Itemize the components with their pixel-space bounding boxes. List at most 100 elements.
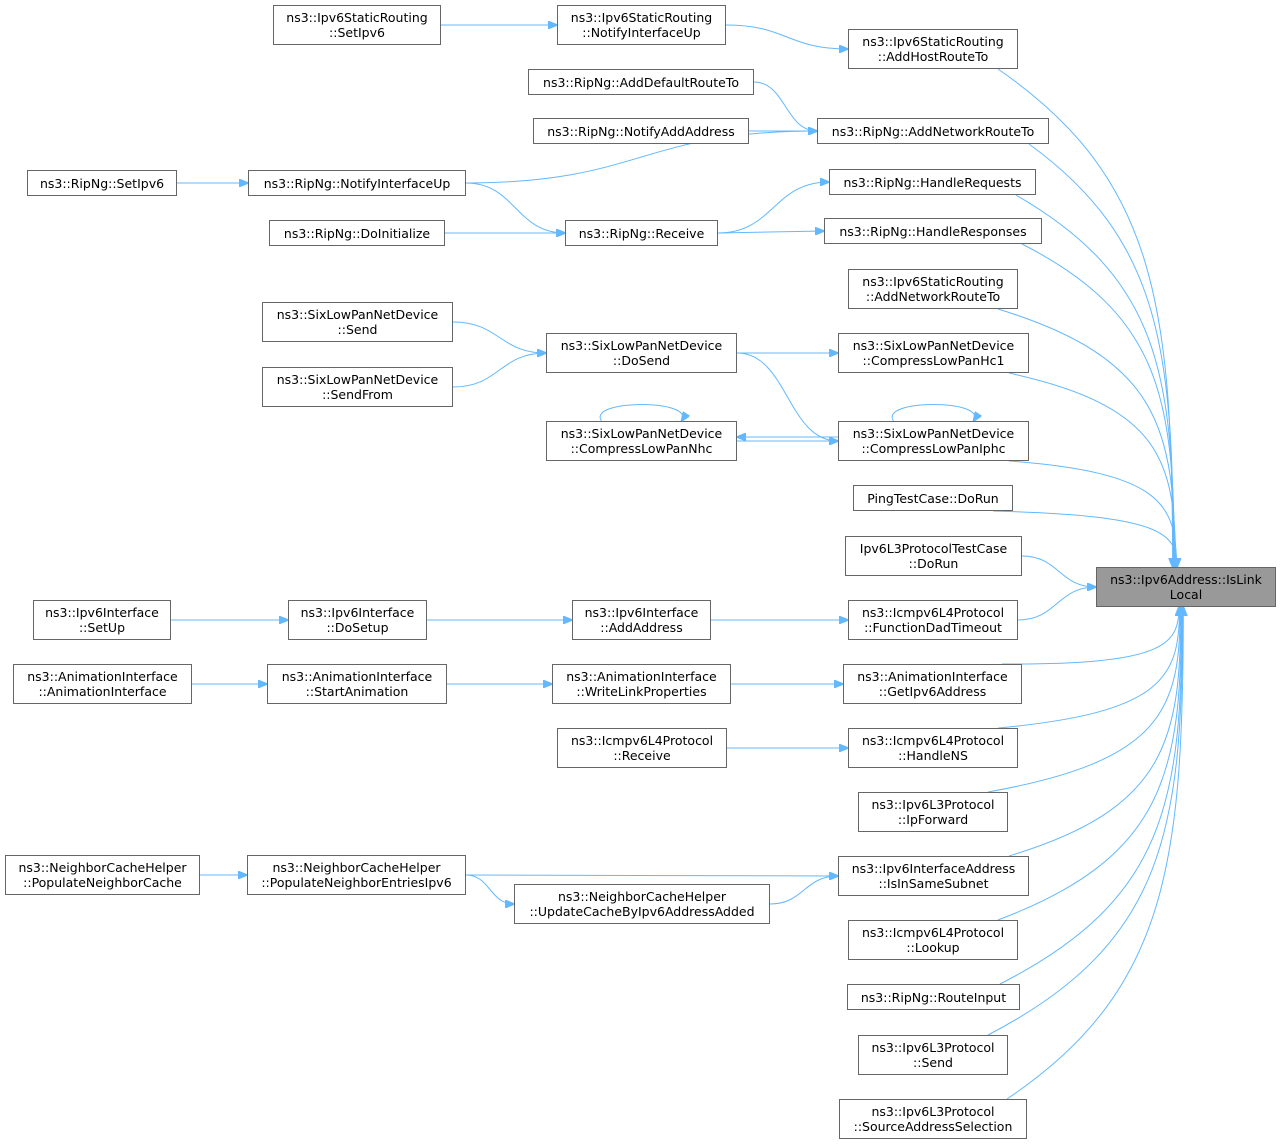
node-line: ::AddNetworkRouteTo — [865, 289, 1001, 304]
node-ripng-doinitialize[interactable]: ns3::RipNg::DoInitialize — [269, 220, 445, 246]
node-line: ::AnimationInterface — [38, 684, 167, 699]
node-line: ::SendFrom — [322, 387, 393, 402]
node-neighborcachehelper-updatecachebyipv6addressadded[interactable]: ns3::NeighborCacheHelper::UpdateCacheByI… — [514, 884, 770, 924]
node-ipv6staticrouting-addhostrouteto[interactable]: ns3::Ipv6StaticRouting::AddHostRouteTo — [848, 29, 1018, 69]
edge-n_slp_nhc-to-n_slp_nhc — [599, 404, 683, 422]
node-ipv6l3protocoltestcase-dorun[interactable]: Ipv6L3ProtocolTestCase::DoRun — [845, 536, 1022, 576]
node-line: ::SetUp — [78, 620, 126, 635]
edge-n_rip_receive-to-n_rip_handlereq — [717, 182, 829, 234]
node-sixlowpannetdevice-compresslowpanhc1[interactable]: ns3::SixLowPanNetDevice::CompressLowPanH… — [838, 333, 1029, 373]
node-line: ns3::Ipv6Address::IsLink — [1110, 572, 1262, 587]
edge-n_ping_dorun-to-n_islinklocal — [992, 510, 1177, 567]
node-line: ns3::Ipv6L3Protocol — [871, 797, 995, 812]
node-ipv6staticrouting-addnetworkrouteto[interactable]: ns3::Ipv6StaticRouting::AddNetworkRouteT… — [848, 269, 1018, 309]
node-ipv6l3protocol-sourceaddressselection[interactable]: ns3::Ipv6L3Protocol::SourceAddressSelect… — [839, 1099, 1027, 1139]
node-line: ns3::RipNg::NotifyAddAddress — [547, 123, 735, 139]
node-icmpv6l4protocol-lookup[interactable]: ns3::Icmpv6L4Protocol::Lookup — [848, 920, 1018, 960]
node-line: ::UpdateCacheByIpv6AddressAdded — [529, 904, 755, 919]
node-sixlowpannetdevice-sendfrom[interactable]: ns3::SixLowPanNetDevice::SendFrom — [262, 367, 453, 407]
node-line: ::Receive — [613, 748, 671, 763]
node-icmpv6l4protocol-receive[interactable]: ns3::Icmpv6L4Protocol::Receive — [557, 728, 727, 768]
node-ripng-handleresponses[interactable]: ns3::RipNg::HandleResponses — [824, 218, 1042, 244]
node-line: ns3::Ipv6StaticRouting — [862, 34, 1004, 49]
node-ripng-addnetworkrouteto[interactable]: ns3::RipNg::AddNetworkRouteTo — [817, 118, 1049, 144]
node-line: ns3::RipNg::HandleRequests — [843, 174, 1022, 190]
node-line: ::Lookup — [906, 940, 960, 955]
node-line: ns3::SixLowPanNetDevice — [276, 307, 439, 322]
node-line: ::IsInSameSubnet — [878, 876, 989, 891]
edge-n_sr_notifyup-to-n_sr_addhost — [725, 24, 848, 49]
edge-n_l3_srcaddrsel-to-n_islinklocal — [1006, 607, 1183, 1100]
node-line: ns3::Ipv6StaticRouting — [862, 274, 1004, 289]
node-line: ns3::Icmpv6L4Protocol — [861, 925, 1005, 940]
node-ipv6l3protocol-ipforward[interactable]: ns3::Ipv6L3Protocol::IpForward — [858, 792, 1008, 832]
edge-n_slp_iphc-to-n_islinklocal — [1008, 460, 1177, 567]
node-line: ::DoSetup — [326, 620, 389, 635]
node-ripng-adddefaultrouteto[interactable]: ns3::RipNg::AddDefaultRouteTo — [528, 69, 754, 95]
node-neighborcachehelper-populateneighborcache[interactable]: ns3::NeighborCacheHelper::PopulateNeighb… — [5, 855, 200, 895]
node-sixlowpannetdevice-compresslowpannhc[interactable]: ns3::SixLowPanNetDevice::CompressLowPanN… — [546, 421, 737, 461]
node-ripng-setipv6[interactable]: ns3::RipNg::SetIpv6 — [27, 170, 177, 196]
node-line: ::CompressLowPanHc1 — [862, 353, 1005, 368]
edge-n_rip_adddefault-to-n_rip_addnetwork — [753, 81, 817, 131]
node-line: ns3::AnimationInterface — [27, 669, 178, 684]
node-line: ns3::SixLowPanNetDevice — [852, 338, 1015, 353]
node-animationinterface-animationinterface[interactable]: ns3::AnimationInterface::AnimationInterf… — [13, 664, 192, 704]
node-sixlowpannetdevice-compresslowpaniphc[interactable]: ns3::SixLowPanNetDevice::CompressLowPanI… — [838, 421, 1029, 461]
node-line: ns3::RipNg::DoInitialize — [283, 225, 431, 241]
node-ipv6interfaceaddress-isinsamesubnet[interactable]: ns3::Ipv6InterfaceAddress::IsInSameSubne… — [838, 856, 1029, 896]
node-animationinterface-writelinkproperties[interactable]: ns3::AnimationInterface::WriteLinkProper… — [552, 664, 731, 704]
node-ipv6staticrouting-setipv6[interactable]: ns3::Ipv6StaticRouting::SetIpv6 — [273, 5, 441, 45]
node-line: ns3::Icmpv6L4Protocol — [861, 605, 1005, 620]
node-line: ns3::Icmpv6L4Protocol — [861, 733, 1005, 748]
node-ripng-handlerequests[interactable]: ns3::RipNg::HandleRequests — [829, 169, 1036, 195]
node-line: ns3::SixLowPanNetDevice — [560, 426, 723, 441]
node-sixlowpannetdevice-send[interactable]: ns3::SixLowPanNetDevice::Send — [262, 302, 453, 342]
node-line: ::AddHostRouteTo — [877, 49, 989, 64]
node-ripng-routeinput[interactable]: ns3::RipNg::RouteInput — [847, 984, 1020, 1010]
node-icmpv6l4protocol-handlens[interactable]: ns3::Icmpv6L4Protocol::HandleNS — [848, 728, 1018, 768]
node-sixlowpannetdevice-dosend[interactable]: ns3::SixLowPanNetDevice::DoSend — [546, 333, 737, 373]
edge-n_l3tc_dorun-to-n_islinklocal — [1021, 555, 1096, 587]
node-ipv6staticrouting-notifyinterfaceup[interactable]: ns3::Ipv6StaticRouting::NotifyInterfaceU… — [557, 5, 726, 45]
node-line: ns3::RipNg::Receive — [578, 225, 705, 241]
node-line: ::Send — [337, 322, 378, 337]
node-ripng-notifyinterfaceup[interactable]: ns3::RipNg::NotifyInterfaceUp — [248, 170, 466, 196]
node-line: Ipv6L3ProtocolTestCase — [859, 541, 1008, 556]
node-line: ::DoRun — [908, 556, 959, 571]
node-line: ns3::AnimationInterface — [566, 669, 717, 684]
node-ipv6interface-setup[interactable]: ns3::Ipv6Interface::SetUp — [33, 600, 171, 640]
edge-n_slp_dosend-to-n_slp_iphc — [736, 352, 838, 441]
node-line: ns3::RipNg::NotifyInterfaceUp — [263, 175, 451, 191]
edge-n_anim_getipv6-to-n_islinklocal — [1001, 607, 1179, 665]
node-line: PingTestCase::DoRun — [867, 490, 999, 506]
node-icmpv6l4protocol-functiondadtimeout[interactable]: ns3::Icmpv6L4Protocol::FunctionDadTimeou… — [848, 600, 1018, 640]
edge-n_icmp_handlens-to-n_islinklocal — [997, 607, 1180, 729]
node-animationinterface-getipv6address[interactable]: ns3::AnimationInterface::GetIpv6Address — [843, 664, 1022, 704]
node-line: ::PopulateNeighborCache — [23, 875, 182, 890]
node-line: ns3::RipNg::AddNetworkRouteTo — [831, 123, 1035, 139]
edge-n_icmp_lookup-to-n_islinklocal — [997, 607, 1182, 921]
node-ripng-notifyaddaddress[interactable]: ns3::RipNg::NotifyAddAddress — [533, 118, 749, 144]
node-pingtestcase-dorun[interactable]: PingTestCase::DoRun — [853, 485, 1013, 511]
node-line: ns3::RipNg::AddDefaultRouteTo — [543, 74, 739, 90]
node-line: ::StartAnimation — [305, 684, 409, 699]
node-line: ns3::AnimationInterface — [857, 669, 1008, 684]
node-line: ::HandleNS — [898, 748, 968, 763]
node-ipv6interface-dosetup[interactable]: ns3::Ipv6Interface::DoSetup — [288, 600, 427, 640]
node-neighborcachehelper-populateneighborentriesipv6[interactable]: ns3::NeighborCacheHelper::PopulateNeighb… — [247, 855, 466, 895]
edge-n_ifaddr_samesubnet-to-n_islinklocal — [1008, 607, 1181, 857]
node-line: ns3::SixLowPanNetDevice — [560, 338, 723, 353]
node-ipv6l3protocol-send[interactable]: ns3::Ipv6L3Protocol::Send — [858, 1035, 1008, 1075]
node-line: ::SourceAddressSelection — [853, 1119, 1013, 1134]
node-animationinterface-startanimation[interactable]: ns3::AnimationInterface::StartAnimation — [267, 664, 447, 704]
node-line: Local — [1169, 587, 1203, 602]
node-line: ::IpForward — [897, 812, 969, 827]
node-ipv6interface-addaddress[interactable]: ns3::Ipv6Interface::AddAddress — [572, 600, 711, 640]
node-ripng-receive[interactable]: ns3::RipNg::Receive — [565, 220, 718, 246]
edge-n_rip_routeinput-to-n_islinklocal — [999, 607, 1182, 985]
node-line: ns3::Ipv6L3Protocol — [871, 1040, 995, 1055]
node-line: ns3::RipNg::HandleResponses — [839, 223, 1027, 239]
